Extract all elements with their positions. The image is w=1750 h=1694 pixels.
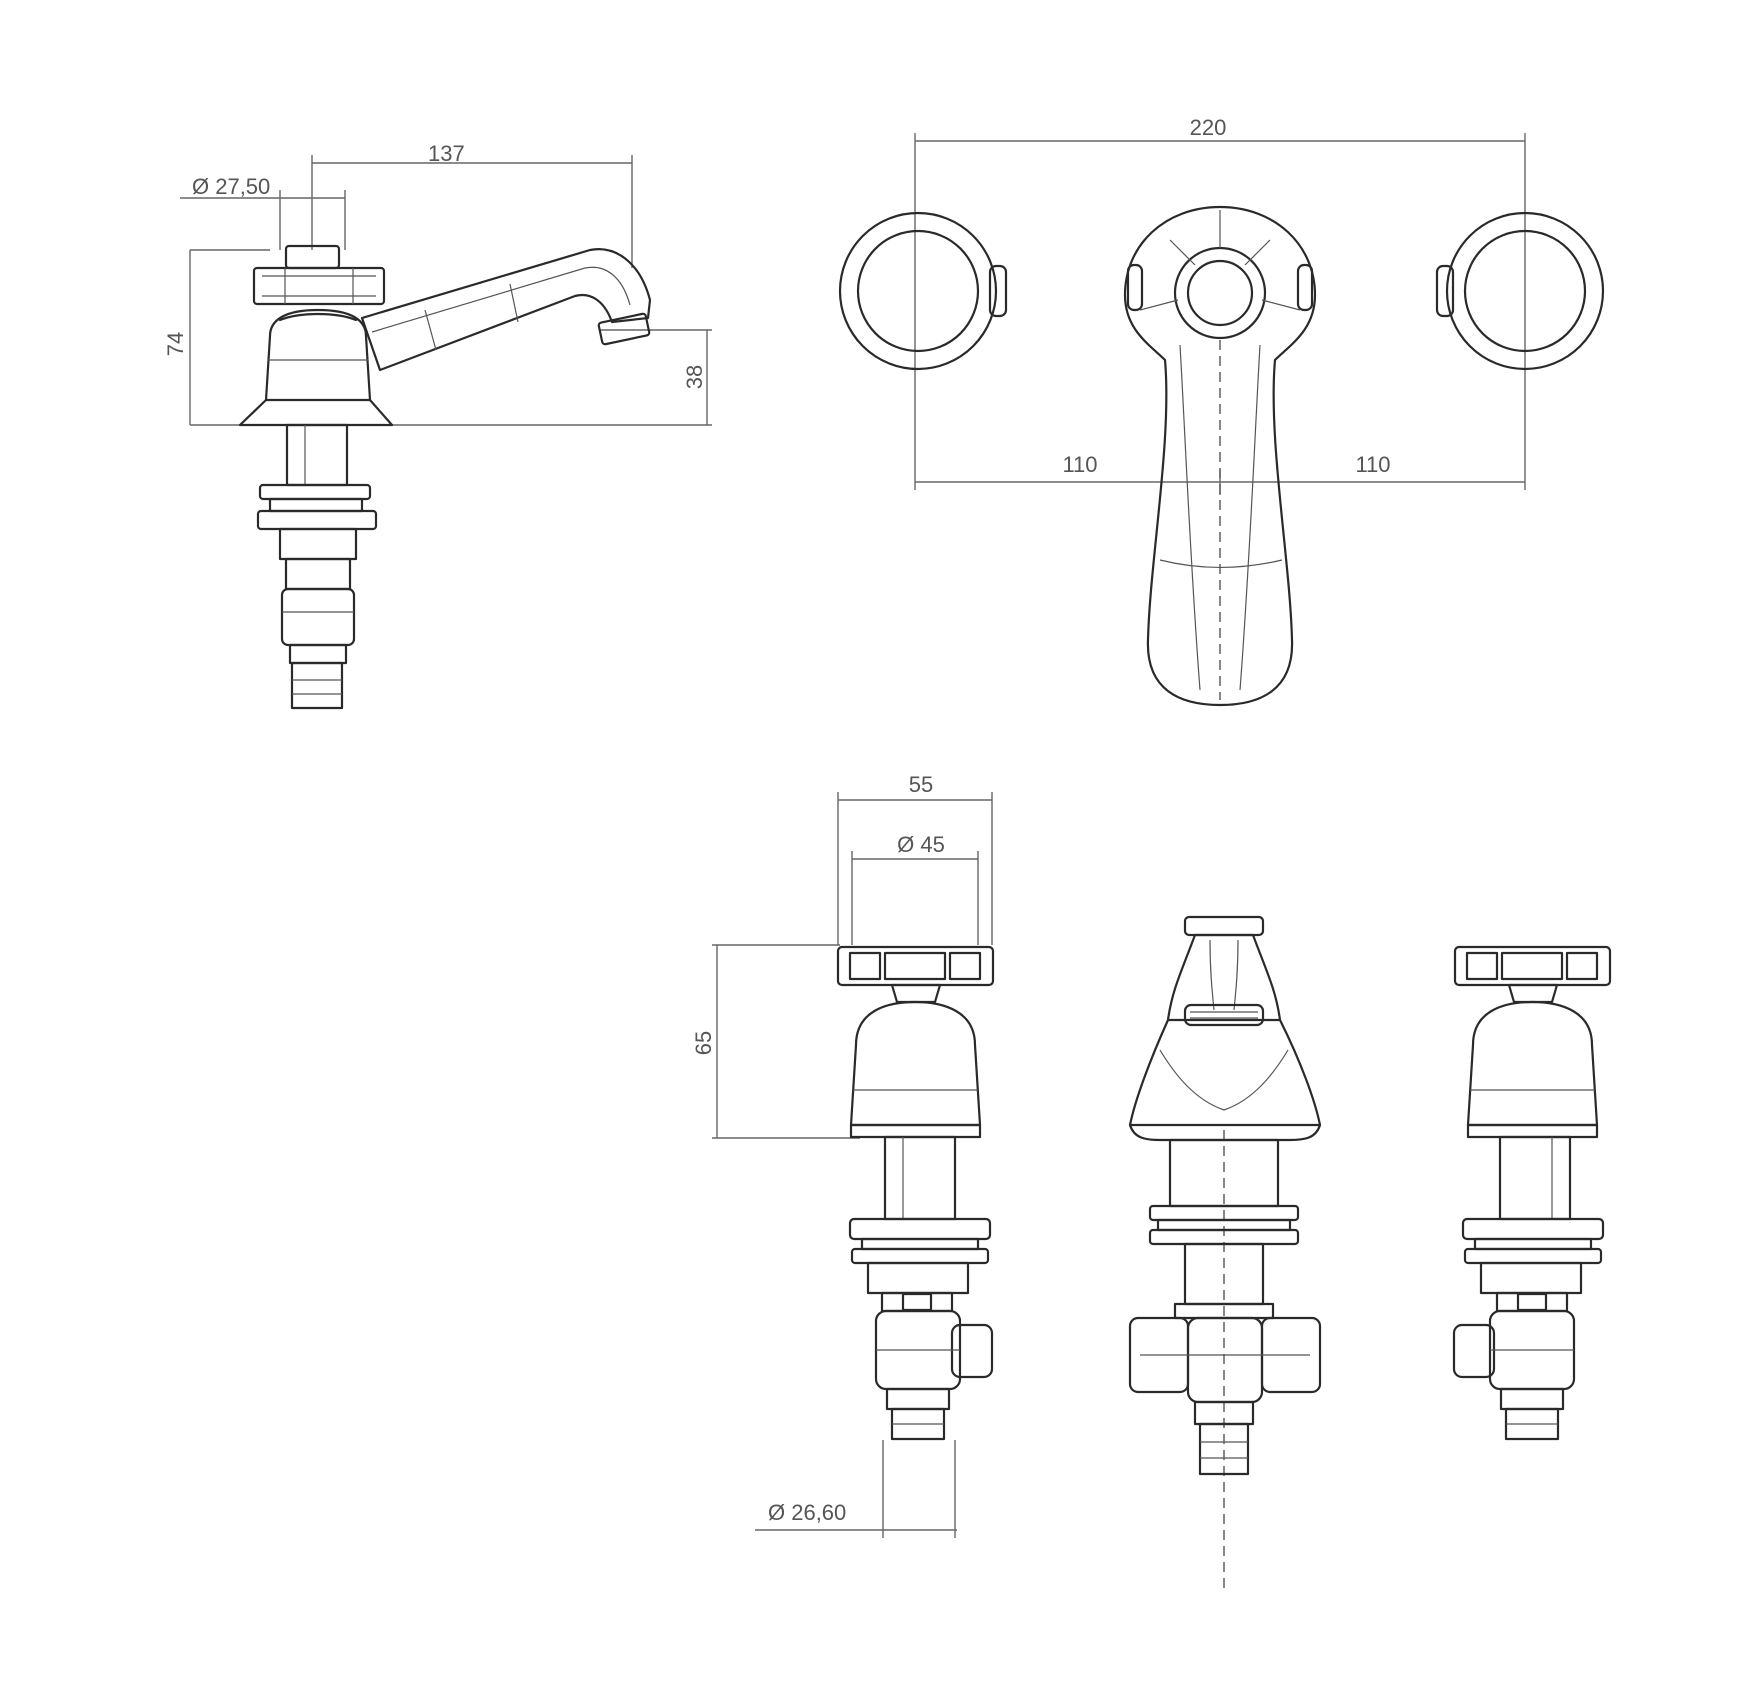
front-dimension-lines [712,792,993,1538]
top-view: 220 110 110 [838,115,1605,707]
front-right-valve [1452,945,1612,1441]
top-left-handle [838,211,1008,371]
front-handle-height-label: 65 [691,1031,716,1055]
front-handle-diameter-label: Ø 45 [897,832,945,857]
side-view: Ø 27,50 137 74 38 [163,141,712,710]
front-center-spout [1128,915,1322,1590]
side-spout-length-label: 137 [428,141,465,166]
top-spout [1123,205,1317,707]
top-right-handle [1435,211,1605,371]
front-left-valve [836,945,995,1441]
side-dimension-lines [180,155,712,426]
front-view: 55 Ø 45 65 Ø 26,60 [691,772,1612,1590]
side-tap-body [238,244,652,710]
top-total-width-label: 220 [1190,115,1227,140]
front-connector-diameter-label: Ø 26,60 [768,1500,846,1525]
side-spout-height-label: 38 [682,365,707,389]
top-right-spacing-label: 110 [1355,452,1390,477]
top-left-spacing-label: 110 [1062,452,1097,477]
side-diameter-label: Ø 27,50 [192,174,270,199]
top-dimension-lines [914,133,1526,495]
side-height-label: 74 [163,332,188,356]
front-handle-width-label: 55 [909,772,933,797]
